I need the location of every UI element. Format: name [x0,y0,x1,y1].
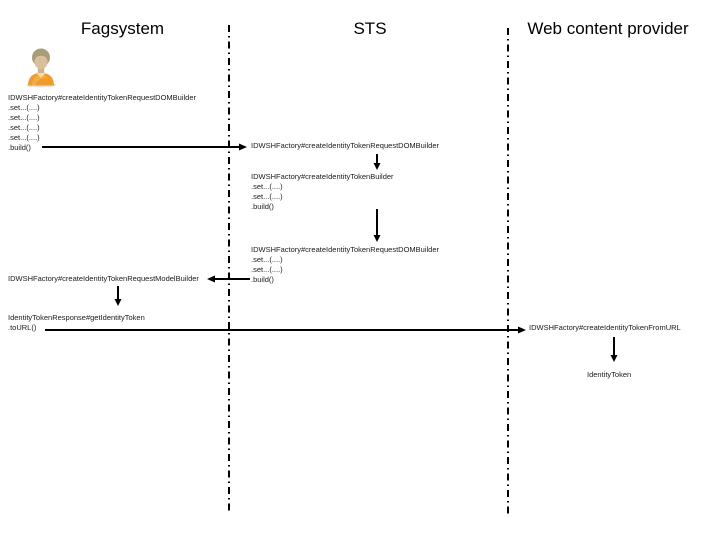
code-line: .set...(....) [8,133,40,142]
code-line: IdentityTokenResponse#getIdentityToken [8,313,145,322]
arrow-url-to-web-provider [45,326,526,334]
code-line: .set...(....) [251,182,283,191]
code-line: .build() [251,202,274,211]
code-line: .set...(....) [8,103,40,112]
code-line: IDWSHFactory#createIdentityTokenRequestD… [251,141,439,150]
message-web-create-from-url: IDWSHFactory#createIdentityTokenFromURL [529,323,681,333]
code-line: IDWSHFactory#createIdentityTokenBuilder [251,172,394,181]
arrow-response-to-fagsystem [207,275,250,283]
code-line: .set...(....) [8,123,40,132]
column-header-web-content-provider: Web content provider [527,19,689,38]
message-sts-request-received: IDWSHFactory#createIdentityTokenRequestD… [251,141,439,151]
arrow-request-to-sts [42,143,247,151]
code-line: IDWSHFactory#createIdentityTokenRequestM… [8,274,199,283]
arrow-web-provider-step [610,337,618,362]
code-line: .set...(....) [251,265,283,274]
column-header-fagsystem: Fagsystem [80,19,165,38]
column-header-sts: STS [353,19,387,38]
message-sts-token-builder: IDWSHFactory#createIdentityTokenBuilder … [251,172,394,212]
code-line: .set...(....) [8,113,40,122]
message-fagsystem-model-builder: IDWSHFactory#createIdentityTokenRequestM… [8,274,199,284]
message-fagsystem-get-identity-token: IdentityTokenResponse#getIdentityToken .… [8,313,145,333]
code-line: .set...(....) [251,255,283,264]
code-line: .build() [251,275,274,284]
code-line: .build() [8,143,31,152]
message-fagsystem-build-request: IDWSHFactory#createIdentityTokenRequestD… [8,93,196,153]
arrow-sts-step-1 [373,154,381,170]
message-sts-request-dom-builder: IDWSHFactory#createIdentityTokenRequestD… [251,245,439,285]
arrow-sts-step-2 [373,209,381,242]
code-line: IDWSHFactory#createIdentityTokenRequestD… [251,245,439,254]
person-icon [26,48,56,88]
code-line: IdentityToken [587,370,632,379]
code-line: IDWSHFactory#createIdentityTokenFromURL [529,323,681,332]
arrow-fagsystem-step [114,286,122,306]
code-line: .set...(....) [251,192,283,201]
message-web-identity-token: IdentityToken [587,370,631,380]
code-line: .toURL() [8,323,37,332]
code-line: IDWSHFactory#createIdentityTokenRequestD… [8,93,196,102]
